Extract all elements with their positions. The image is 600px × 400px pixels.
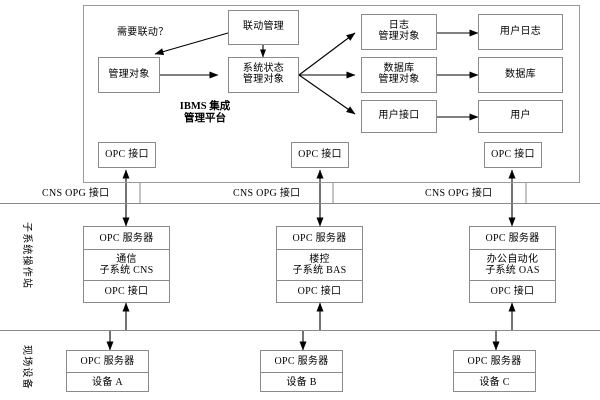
device-c[interactable]: OPC 服务器 设备 C — [453, 350, 536, 392]
node-label-line1: 系统状态 — [242, 63, 285, 75]
bus-label-2: CNS OPG 接口 — [233, 188, 301, 199]
ibms-platform-frame — [83, 5, 580, 183]
opc-interface-label: OPC 接口 — [491, 148, 535, 160]
band-label-subsystem-workstation: 子系统操作站 — [21, 222, 32, 290]
platform-opc-interface-1[interactable]: OPC 接口 — [98, 142, 156, 168]
platform-opc-interface-3[interactable]: OPC 接口 — [484, 142, 542, 168]
subsystem-oas[interactable]: OPC 服务器 办公自动化 子系统 OAS OPC 接口 — [469, 226, 556, 303]
page-title-line2: 管理平台 — [184, 113, 226, 125]
node-database[interactable]: 数据库 — [478, 57, 563, 93]
device-a[interactable]: OPC 服务器 设备 A — [66, 350, 149, 392]
device-name-label: 设备 B — [261, 372, 342, 391]
bus-label-3: CNS OPG 接口 — [425, 188, 493, 199]
subsystem-opc-interface[interactable]: OPC 接口 — [470, 280, 555, 302]
subsystem-body: 楼控 子系统 BAS — [277, 249, 362, 280]
subsystem-opc-interface[interactable]: OPC 接口 — [277, 280, 362, 302]
node-managed-object[interactable]: 管理对象 — [98, 57, 160, 93]
subsystem-body: 办公自动化 子系统 OAS — [470, 249, 555, 280]
opc-interface-label: OPC 接口 — [105, 148, 149, 160]
bus-label-1: CNS OPG 接口 — [42, 188, 110, 199]
device-server-label: OPC 服务器 — [80, 356, 135, 367]
node-system-state-managed-object[interactable]: 系统状态 管理对象 — [228, 57, 299, 93]
device-b[interactable]: OPC 服务器 设备 B — [260, 350, 343, 392]
page-title: IBMS 集成 管理平台 — [150, 101, 260, 125]
node-label-line1: 数据库 — [383, 63, 415, 75]
node-user[interactable]: 用户 — [478, 100, 563, 133]
subsystem-cns[interactable]: OPC 服务器 通信 子系统 CNS OPC 接口 — [83, 226, 170, 303]
node-label: 用户接口 — [378, 110, 420, 122]
node-label: 联动管理 — [242, 21, 285, 33]
subsystem-body-line1: 办公自动化 — [486, 254, 539, 265]
node-label-line2: 管理对象 — [378, 74, 420, 85]
node-user-interface-object[interactable]: 用户接口 — [361, 100, 437, 133]
subsystem-body-line2: 子系统 BAS — [292, 265, 347, 276]
node-label: 用户日志 — [499, 25, 542, 37]
opc-interface-label: OPC 接口 — [298, 148, 342, 160]
subsystem-body-line2: 子系统 CNS — [99, 265, 154, 276]
node-database-managed-object[interactable]: 数据库 管理对象 — [361, 57, 437, 93]
field-bus-line — [0, 330, 600, 331]
node-linkage-management[interactable]: 联动管理 — [228, 10, 299, 45]
subsystem-server-label: OPC 服务器 — [292, 232, 347, 244]
subsystem-server-label: OPC 服务器 — [99, 232, 154, 244]
edge-label-need-linkage: 需要联动？ — [117, 27, 169, 38]
node-label: 用户 — [510, 110, 531, 122]
platform-opc-interface-2[interactable]: OPC 接口 — [291, 142, 349, 168]
device-server-label: OPC 服务器 — [467, 356, 522, 367]
node-label-line2: 管理对象 — [242, 74, 285, 85]
node-label-line1: 日志 — [388, 20, 410, 32]
device-server-label: OPC 服务器 — [274, 356, 329, 367]
node-label-line2: 管理对象 — [378, 31, 420, 42]
page-title-line1: IBMS 集成 — [179, 101, 231, 112]
node-label: 管理对象 — [108, 68, 150, 80]
node-log-managed-object[interactable]: 日志 管理对象 — [361, 14, 437, 50]
node-label: 数据库 — [505, 68, 536, 80]
node-user-log[interactable]: 用户日志 — [478, 14, 563, 50]
subsystem-body-line1: 楼控 — [309, 254, 330, 265]
subsystem-body: 通信 子系统 CNS — [84, 249, 169, 280]
band-label-field-devices: 现场设备 — [21, 345, 32, 390]
subsystem-server-label: OPC 服务器 — [485, 232, 540, 244]
bus-line-opg — [0, 203, 600, 204]
subsystem-body-line2: 子系统 OAS — [485, 265, 540, 276]
device-name-label: 设备 C — [454, 372, 535, 391]
subsystem-bas[interactable]: OPC 服务器 楼控 子系统 BAS OPC 接口 — [276, 226, 363, 303]
device-name-label: 设备 A — [67, 372, 148, 391]
subsystem-body-line1: 通信 — [116, 254, 137, 265]
subsystem-opc-interface[interactable]: OPC 接口 — [84, 280, 169, 302]
